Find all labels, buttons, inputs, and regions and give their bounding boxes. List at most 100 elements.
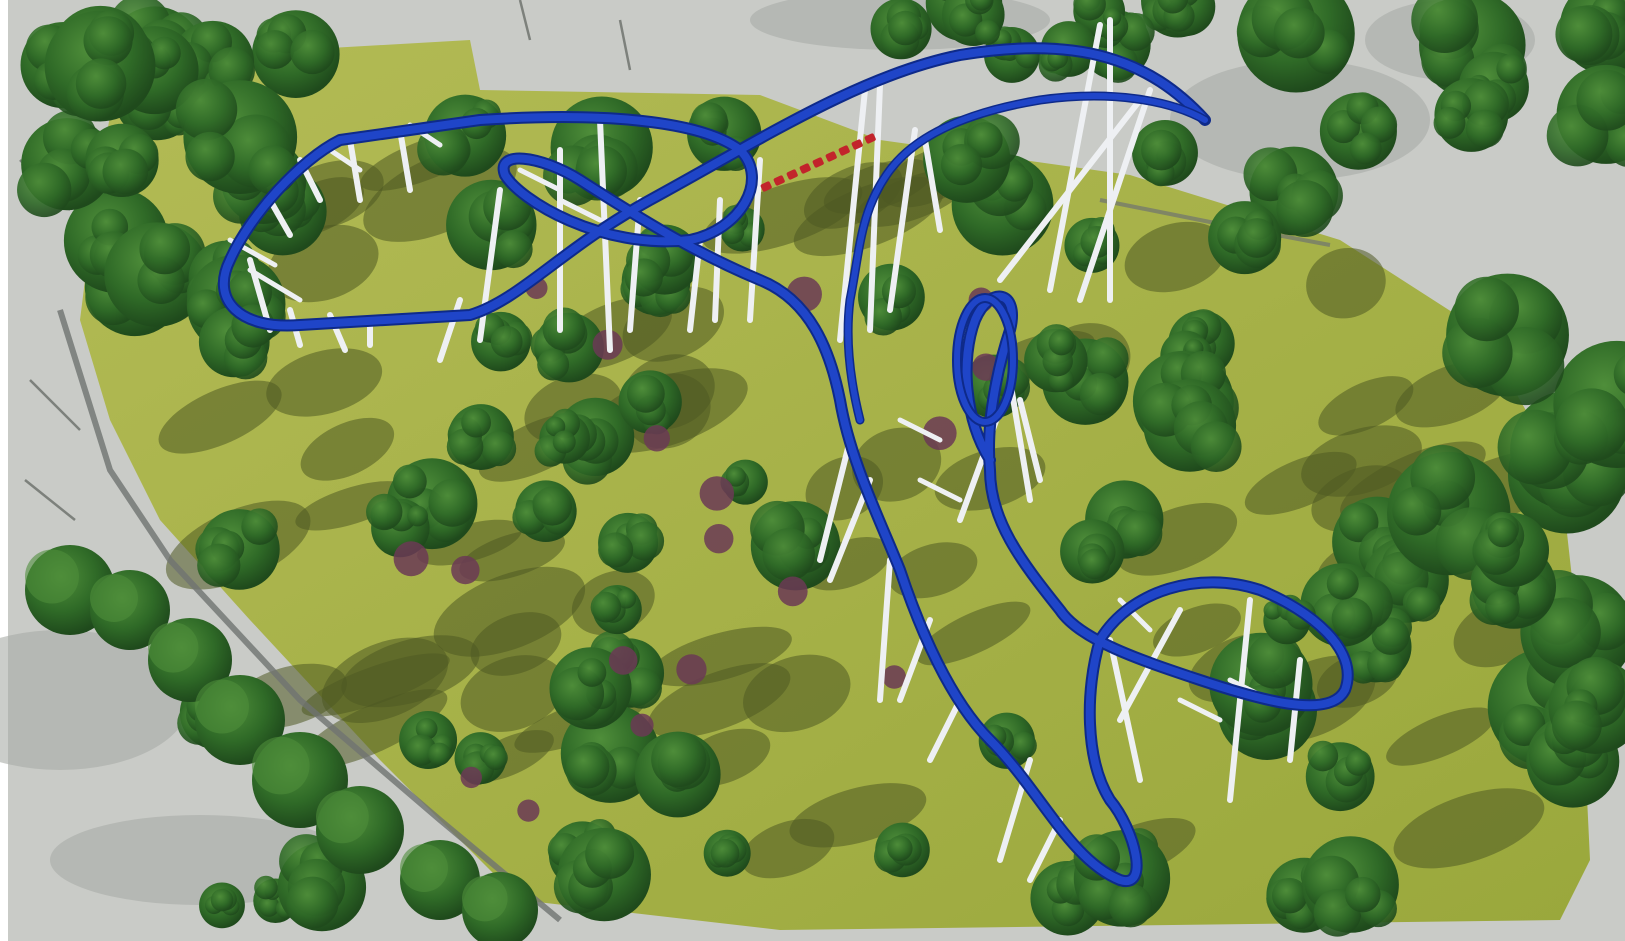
support-tie xyxy=(917,477,963,503)
support-column xyxy=(267,197,293,238)
flower-shrub xyxy=(676,654,707,685)
tree-crown-lobe xyxy=(1116,510,1163,557)
tree xyxy=(251,10,340,98)
tree-crown-lobe xyxy=(542,307,586,351)
hedge-highlight xyxy=(195,679,249,734)
flower-shrub xyxy=(460,766,482,789)
tree-crown-lobe xyxy=(241,508,278,545)
tree-crown-lobe xyxy=(1345,876,1381,913)
hedge-highlight xyxy=(400,844,448,892)
tree xyxy=(1302,836,1399,937)
tree-crown-lobe xyxy=(1496,54,1526,84)
tree-crown-lobe xyxy=(175,78,238,141)
train-car xyxy=(786,169,798,180)
tree-crown-lobe xyxy=(83,16,133,66)
tree-shadow xyxy=(1306,247,1386,319)
tree-crown-lobe xyxy=(1338,502,1379,543)
tree xyxy=(1305,740,1375,812)
tree-crown-lobe xyxy=(1048,329,1075,356)
hedge-tree xyxy=(195,675,285,765)
tree xyxy=(1548,657,1625,754)
tree xyxy=(553,827,651,922)
tree xyxy=(870,0,932,60)
flower-shrub xyxy=(882,665,907,689)
tree-shadow xyxy=(459,529,565,582)
tree-crown-lobe xyxy=(626,374,665,413)
vertical-loop xyxy=(954,295,1016,425)
tree xyxy=(873,822,930,878)
tree xyxy=(85,123,159,198)
track-rail xyxy=(845,93,1208,423)
support-column xyxy=(997,97,1143,283)
coaster-train xyxy=(760,133,876,192)
tree-crown-lobe xyxy=(1530,597,1601,668)
tree xyxy=(17,110,114,218)
tree-crown-lobe xyxy=(1307,740,1339,772)
tree-crown-lobe xyxy=(1555,5,1613,63)
tree xyxy=(195,508,280,590)
tree-crown-lobe xyxy=(1079,372,1123,416)
tree-crown-lobe xyxy=(1367,645,1404,683)
tree-crown-lobe xyxy=(1433,106,1466,139)
tree xyxy=(1024,324,1088,393)
train-car xyxy=(838,145,850,156)
tree-shadow xyxy=(158,380,282,454)
flower-shrub xyxy=(922,416,957,451)
tree xyxy=(1138,379,1242,472)
tree-crown-lobe xyxy=(461,407,491,438)
train-car xyxy=(825,151,837,162)
tree-crown-lobe xyxy=(255,30,295,69)
train-car xyxy=(760,181,772,192)
hedge-highlight xyxy=(25,549,79,604)
tree-crown-lobe xyxy=(1157,0,1189,14)
tree-shadow xyxy=(1318,376,1414,436)
tree-shadow xyxy=(460,655,565,732)
tree-crown-lobe xyxy=(185,131,235,182)
tree-crown-lobe xyxy=(710,838,740,868)
train-car xyxy=(799,163,811,174)
tree xyxy=(720,459,768,505)
tree xyxy=(199,882,245,929)
tree-crown-lobe xyxy=(392,464,427,499)
tree-crown-lobe xyxy=(762,528,815,581)
tree-crown-lobe xyxy=(102,148,149,195)
support-column xyxy=(1007,377,1033,503)
tree-crown-lobe xyxy=(1497,409,1573,485)
tree xyxy=(512,480,577,542)
tree-crown-lobe xyxy=(1141,129,1182,171)
tree-shadow xyxy=(1393,788,1545,869)
tree-crown-lobe xyxy=(616,589,637,609)
tree-crown-lobe xyxy=(1613,354,1625,394)
tree-crown-lobe xyxy=(1009,731,1037,760)
tree-crown-lobe xyxy=(366,493,403,531)
hedge-highlight xyxy=(251,736,310,795)
support-column xyxy=(817,437,853,563)
tree xyxy=(175,78,298,195)
tree-crown-lobe xyxy=(1331,597,1373,639)
tree-crown-lobe xyxy=(139,223,191,275)
tree-crown-lobe xyxy=(415,718,438,740)
tree-crown-lobe xyxy=(1371,617,1410,655)
flower-shrub xyxy=(608,646,638,675)
tree-crown-lobe xyxy=(1411,0,1478,54)
tree-crown-lobe xyxy=(725,466,746,487)
tree-crown-lobe xyxy=(565,745,610,789)
tree-crown-lobe xyxy=(1190,421,1242,472)
tree-crown-lobe xyxy=(17,162,72,218)
tree-crown-lobe xyxy=(888,10,923,46)
tree xyxy=(549,647,632,730)
tree-crown-lobe xyxy=(598,532,634,568)
tree-crown-lobe xyxy=(1605,119,1625,167)
flower-shrub xyxy=(699,476,735,511)
support-column xyxy=(927,697,963,763)
tree xyxy=(923,113,1020,203)
tree-crown-lobe xyxy=(481,430,517,467)
support-tie xyxy=(247,267,303,303)
trees xyxy=(17,0,1625,937)
hedge-trees xyxy=(25,545,538,941)
tree-crown-lobe xyxy=(887,835,913,862)
tree xyxy=(44,10,156,122)
flower-shrub xyxy=(451,555,480,585)
tree xyxy=(534,408,590,467)
